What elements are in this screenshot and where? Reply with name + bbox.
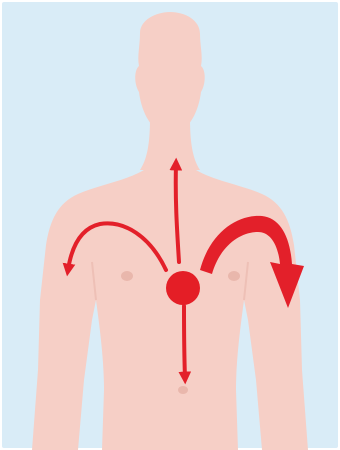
left-nipple [121, 271, 133, 281]
navel [178, 386, 188, 394]
arrow-down-to-abdomen [184, 306, 185, 378]
right-nipple [228, 271, 240, 281]
torso [32, 168, 308, 450]
chest-center-point [166, 271, 200, 305]
head [135, 12, 205, 126]
